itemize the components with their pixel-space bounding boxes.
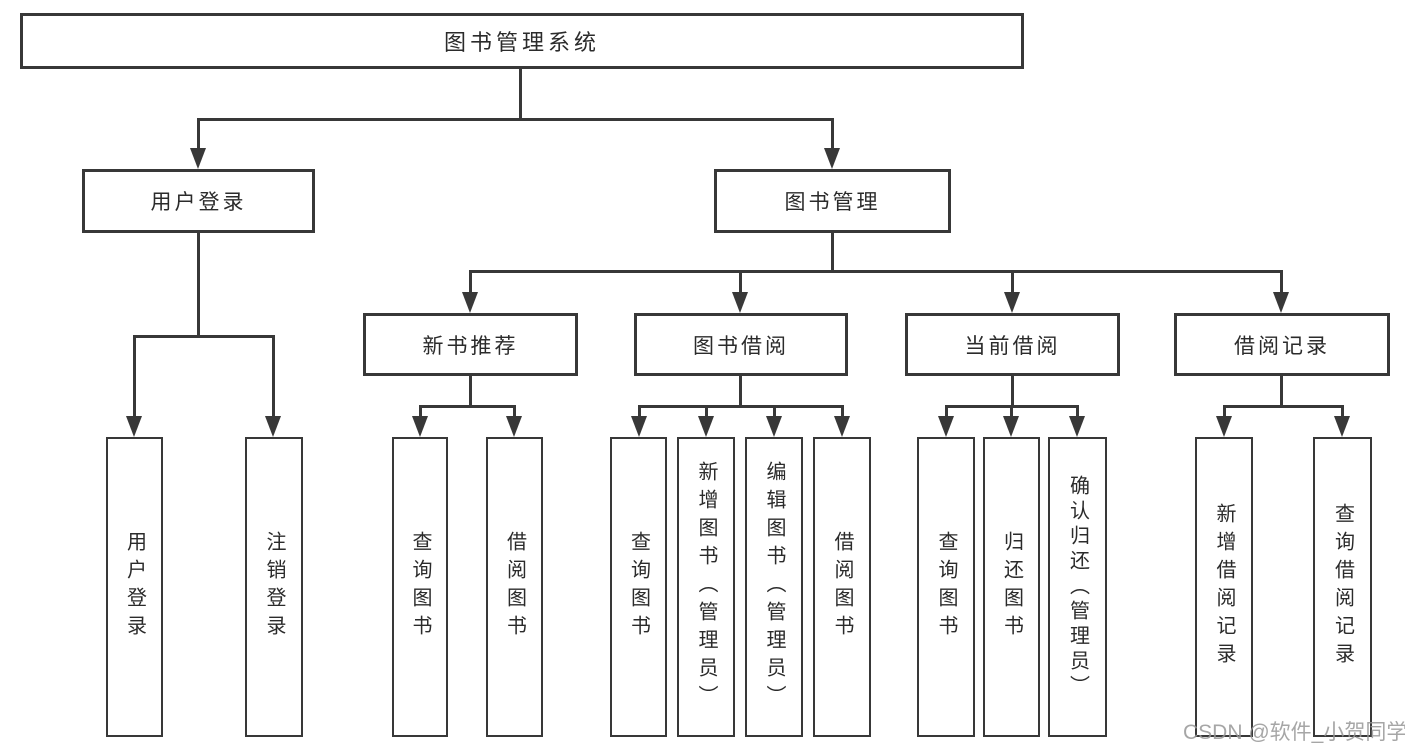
node-library-management-system: 图书管理系统 xyxy=(20,13,1024,69)
node-label: 编辑图书（管理员） xyxy=(763,461,785,713)
leaf-logout: 注销登录 xyxy=(245,437,303,737)
connector-stem xyxy=(197,118,200,150)
arrowhead-down xyxy=(1003,416,1019,437)
leaf-borrow-books: 借阅图书 xyxy=(813,437,871,737)
node-label: 借阅图书 xyxy=(503,531,526,643)
node-label: 新增图书（管理员） xyxy=(695,461,717,713)
node-book-borrowing: 图书借阅 xyxy=(634,313,848,376)
connector-stem xyxy=(1223,405,1226,418)
arrowhead-down xyxy=(698,416,714,437)
leaf-confirm-return-admin: 确认归还（管理员） xyxy=(1048,437,1107,737)
connector-trunk xyxy=(1280,376,1283,408)
connector-stem xyxy=(831,118,834,150)
arrowhead-down xyxy=(506,416,522,437)
arrowhead-down xyxy=(732,292,748,313)
connector-stem xyxy=(705,405,708,418)
connector-branch xyxy=(1223,405,1343,408)
connector-root-branch xyxy=(197,118,834,121)
leaf-borrow-books-recommend: 借阅图书 xyxy=(486,437,543,737)
node-label: 借阅图书 xyxy=(831,531,853,643)
leaf-user-login: 用户登录 xyxy=(106,437,163,737)
connector-stem xyxy=(469,270,472,293)
node-label: 新增借阅记录 xyxy=(1213,503,1235,671)
connector-stem xyxy=(1280,270,1283,293)
connector-root-trunk xyxy=(519,69,522,121)
node-label: 查询图书 xyxy=(935,531,957,643)
arrowhead-down xyxy=(126,416,142,437)
node-user-login: 用户登录 xyxy=(82,169,315,233)
node-label: 当前借阅 xyxy=(964,334,1061,358)
connector-stem xyxy=(773,405,776,418)
node-borrowing-records: 借阅记录 xyxy=(1174,313,1390,376)
leaf-query-borrow-record: 查询借阅记录 xyxy=(1313,437,1372,737)
leaf-query-books-borrowing: 查询图书 xyxy=(610,437,667,737)
node-label: 确认归还（管理员） xyxy=(1066,474,1089,700)
leaf-query-books-recommend: 查询图书 xyxy=(392,437,448,737)
arrowhead-down xyxy=(834,416,850,437)
node-current-borrowing: 当前借阅 xyxy=(905,313,1120,376)
connector-stem xyxy=(1010,405,1013,418)
arrowhead-down xyxy=(265,416,281,437)
arrowhead-down xyxy=(938,416,954,437)
connector-stem xyxy=(945,405,948,418)
connector-stem xyxy=(513,405,516,418)
node-label: 查询图书 xyxy=(627,531,650,643)
arrowhead-down xyxy=(1216,416,1232,437)
leaf-add-borrow-record: 新增借阅记录 xyxy=(1195,437,1253,737)
connector-stem xyxy=(272,335,275,417)
arrowhead-down xyxy=(631,416,647,437)
node-label: 归还图书 xyxy=(1000,531,1023,643)
csdn-watermark: CSDN @软件_小贺同学 xyxy=(1183,721,1405,744)
connector-branch xyxy=(638,405,843,408)
arrowhead-down xyxy=(462,292,478,313)
leaf-query-books-current: 查询图书 xyxy=(917,437,975,737)
node-label: 图书管理系统 xyxy=(443,30,600,55)
node-label: 用户登录 xyxy=(150,191,247,214)
node-label: 查询借阅记录 xyxy=(1331,503,1354,671)
node-label: 借阅记录 xyxy=(1234,334,1330,358)
arrowhead-down xyxy=(190,148,206,169)
node-label: 图书借阅 xyxy=(693,334,789,358)
connector-stem xyxy=(739,270,742,293)
connector-stem xyxy=(419,405,422,418)
node-book-management: 图书管理 xyxy=(714,169,951,233)
connector-trunk xyxy=(831,233,834,273)
arrowhead-down xyxy=(1334,416,1350,437)
connector-stem xyxy=(1011,270,1014,293)
leaf-edit-books-admin: 编辑图书（管理员） xyxy=(745,437,803,737)
connector-trunk xyxy=(1011,376,1014,408)
node-new-book-recommendation: 新书推荐 xyxy=(363,313,578,376)
connector-stem xyxy=(638,405,641,418)
connector-stem xyxy=(1076,405,1079,418)
connector-stem xyxy=(1341,405,1344,418)
connector-stem xyxy=(133,335,136,417)
node-label: 新书推荐 xyxy=(422,334,519,358)
leaf-add-books-admin: 新增图书（管理员） xyxy=(677,437,735,737)
connector-branch xyxy=(469,270,1283,273)
connector-trunk xyxy=(197,233,200,338)
connector-stem xyxy=(841,405,844,418)
node-label: 图书管理 xyxy=(784,191,881,214)
node-label: 注销登录 xyxy=(263,531,285,643)
arrowhead-down xyxy=(824,148,840,169)
arrowhead-down xyxy=(1069,416,1085,437)
connector-trunk xyxy=(739,376,742,408)
connector-trunk xyxy=(469,376,472,408)
arrowhead-down xyxy=(1004,292,1020,313)
connector-branch xyxy=(419,405,516,408)
node-label: 查询图书 xyxy=(409,531,431,643)
arrowhead-down xyxy=(1273,292,1289,313)
arrowhead-down xyxy=(766,416,782,437)
connector-branch xyxy=(133,335,275,338)
leaf-return-books: 归还图书 xyxy=(983,437,1040,737)
node-label: 用户登录 xyxy=(123,531,146,643)
arrowhead-down xyxy=(412,416,428,437)
